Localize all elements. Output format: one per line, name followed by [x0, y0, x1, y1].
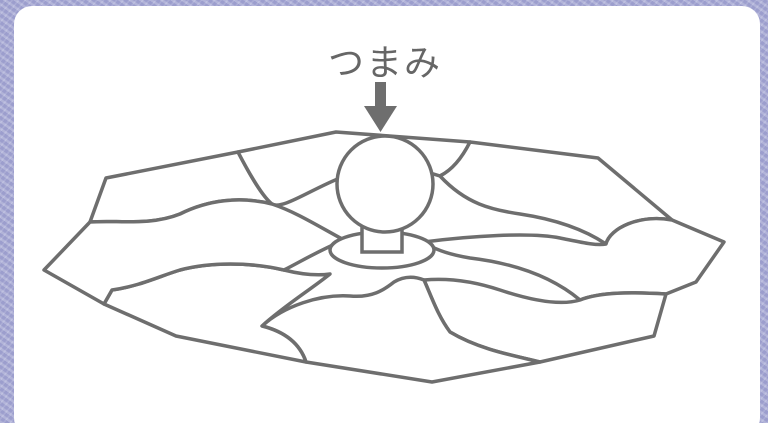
pointer-arrow — [364, 82, 397, 132]
knob-ball — [335, 134, 435, 234]
knob-label: つまみ — [328, 43, 443, 84]
lid-piece-right — [422, 216, 726, 302]
